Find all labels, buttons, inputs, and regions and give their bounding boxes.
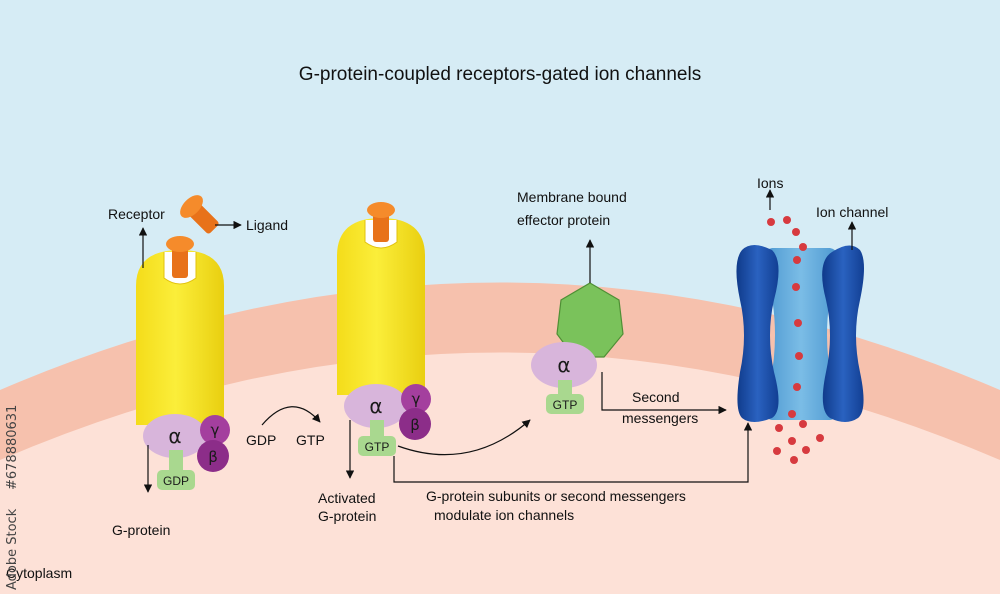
ligand-bound-1 [166,236,194,278]
ion [767,218,775,226]
effector-label-line2: effector protein [517,212,610,228]
svg-text:γ: γ [412,390,421,408]
effector-label-line1: Membrane bound [517,189,627,205]
ion [783,216,791,224]
activated-label-line2: G-protein [318,508,376,524]
gtp-box [358,436,396,456]
ion [816,434,824,442]
ion [788,410,796,418]
ion [799,420,807,428]
ion [792,283,800,291]
svg-text:γ: γ [211,421,220,439]
cytoplasm-label: Cytoplasm [6,565,72,581]
channel-subunit-left [736,245,779,422]
ion [790,456,798,464]
ion [793,256,801,264]
ions-label: Ions [757,175,783,191]
gtp-stem [558,380,572,398]
gdp-bound-label: GDP [163,474,189,488]
ion [773,447,781,455]
gtp-bound-label: GTP [365,440,390,454]
second-messengers-arrow [601,372,727,415]
ion [793,383,801,391]
ion [775,424,783,432]
gtp-box [546,394,584,414]
gtp-stem [370,420,384,440]
svg-text:α: α [369,394,382,418]
gdp-stem [169,450,183,472]
gtp-bound-label: GTP [553,398,578,412]
alpha-subunit [143,414,207,458]
ions [767,216,824,464]
ion [788,437,796,445]
channel-subunit-right [822,245,864,422]
ligand-bound-2 [367,202,395,242]
modulation-arrow [393,422,753,483]
gtp-label: GTP [296,432,325,448]
second-messengers-label-line1: Second [632,389,679,405]
exchange-arrow [261,406,321,426]
ligand-free [180,195,219,234]
alpha-subunit [344,384,408,428]
diagram-title: G-protein-coupled receptors-gated ion ch… [299,64,701,85]
watermark-brand: Adobe Stock [5,508,20,590]
gamma-subunit [401,384,431,414]
svg-text:β: β [208,448,218,466]
stock-watermark: Adobe Stock #678880631 [5,405,20,590]
gdp-label: GDP [246,432,276,448]
second-messengers-label-line2: messengers [622,410,698,426]
g-protein-active: α γ β GTP [344,384,431,456]
ligand-label: Ligand [246,217,288,233]
svg-text:β: β [410,416,420,434]
gamma-subunit [200,415,230,445]
alpha-to-effector-arrow [397,419,531,456]
receptor-active [337,218,425,395]
watermark-id: #678880631 [5,405,20,490]
receptor-label: Receptor [108,206,165,222]
ion [795,352,803,360]
g-protein-inactive: α γ β GDP [143,414,230,490]
svg-text:α: α [168,424,181,448]
svg-text:α: α [557,353,570,377]
modulate-label-line2: modulate ion channels [434,507,574,523]
ion-channel-label: Ion channel [816,204,888,220]
modulate-label-line1: G-protein subunits or second messengers [426,488,686,504]
activated-label-line1: Activated [318,490,376,506]
g-protein-label: G-protein [112,522,170,538]
channel-core [764,248,838,420]
ion [799,243,807,251]
alpha-subunit [531,342,597,388]
effector-alpha: α GTP [531,342,597,414]
ion [802,446,810,454]
beta-subunit [197,440,229,472]
ion-channel [736,245,864,422]
gdp-box [157,470,195,490]
ion [794,319,802,327]
beta-subunit [399,408,431,440]
ion [792,228,800,236]
